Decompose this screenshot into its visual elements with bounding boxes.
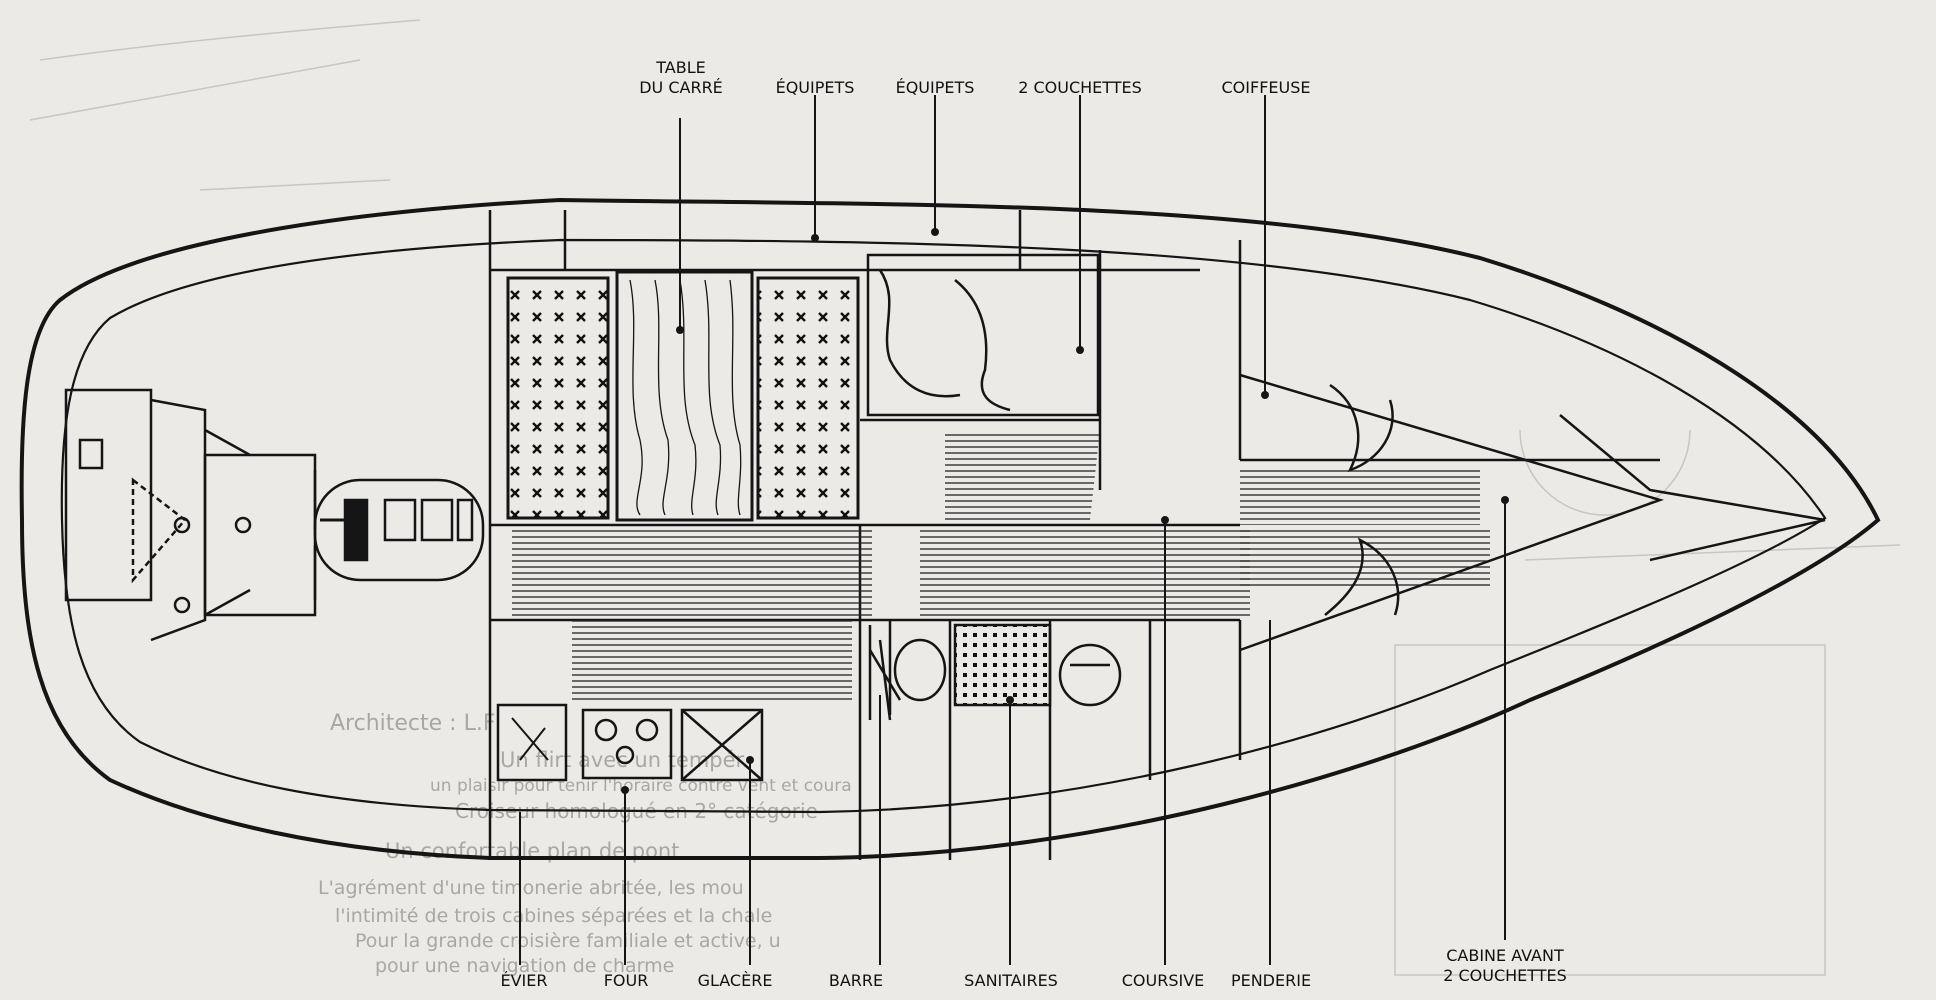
label-four: FOUR <box>603 971 649 990</box>
cabin-structure <box>488 210 1826 860</box>
cockpit <box>64 388 485 642</box>
saloon-floor <box>512 528 872 618</box>
label-coursive: COURSIVE <box>1121 971 1205 990</box>
label-evier: ÉVIER <box>500 971 548 990</box>
label-barre: BARRE <box>828 971 884 990</box>
hull-outline <box>19 197 1881 860</box>
steering <box>868 620 892 720</box>
brochure-line-7: Pour la grande croisière familiale et ac… <box>355 930 781 952</box>
brochure-line-6: l'intimité de trois cabines séparées et … <box>335 905 773 927</box>
label-sanitaires: SANITAIRES <box>964 971 1058 990</box>
label-table-du-carre: TABLE DU CARRÉ <box>639 58 723 97</box>
leader-dots <box>621 228 1509 794</box>
label-equipets-2: ÉQUIPETS <box>895 78 975 97</box>
galley <box>496 703 764 782</box>
leader-lines <box>519 95 1506 965</box>
label-coiffeuse: COIFFEUSE <box>1221 78 1311 97</box>
saloon-cushion-port <box>506 276 610 520</box>
cabin-floor <box>945 430 1100 520</box>
label-penderie: PENDERIE <box>1230 971 1312 990</box>
architect-credit: Architecte : L.F <box>330 711 496 736</box>
inner-deck-line <box>60 238 1827 814</box>
sink <box>496 703 568 782</box>
brochure-line-5: L'agrément d'une timonerie abritée, les … <box>318 877 744 899</box>
corridor-floor <box>920 528 1250 616</box>
heads <box>868 623 1122 721</box>
saloon-table <box>615 270 754 522</box>
brochure-line-8: pour une navigation de charme <box>375 955 675 977</box>
icebox <box>680 708 764 782</box>
forward-floor <box>1240 528 1490 588</box>
stove <box>581 708 673 780</box>
label-2-couchettes: 2 COUCHETTES <box>1018 78 1142 97</box>
label-cabine-avant: CABINE AVANT 2 COUCHETTES <box>1443 946 1567 985</box>
forward-cabin <box>1239 373 1665 652</box>
label-glaciere: GLACÈRE <box>697 971 773 990</box>
ghost-background-lines <box>29 19 1901 976</box>
forward-cabin-floor <box>1240 470 1480 525</box>
label-equipets-1: ÉQUIPETS <box>775 78 855 97</box>
saloon-cushion-starboard <box>756 276 860 520</box>
aft-cabin-bunks <box>866 253 1100 417</box>
galley-floor <box>572 620 852 700</box>
